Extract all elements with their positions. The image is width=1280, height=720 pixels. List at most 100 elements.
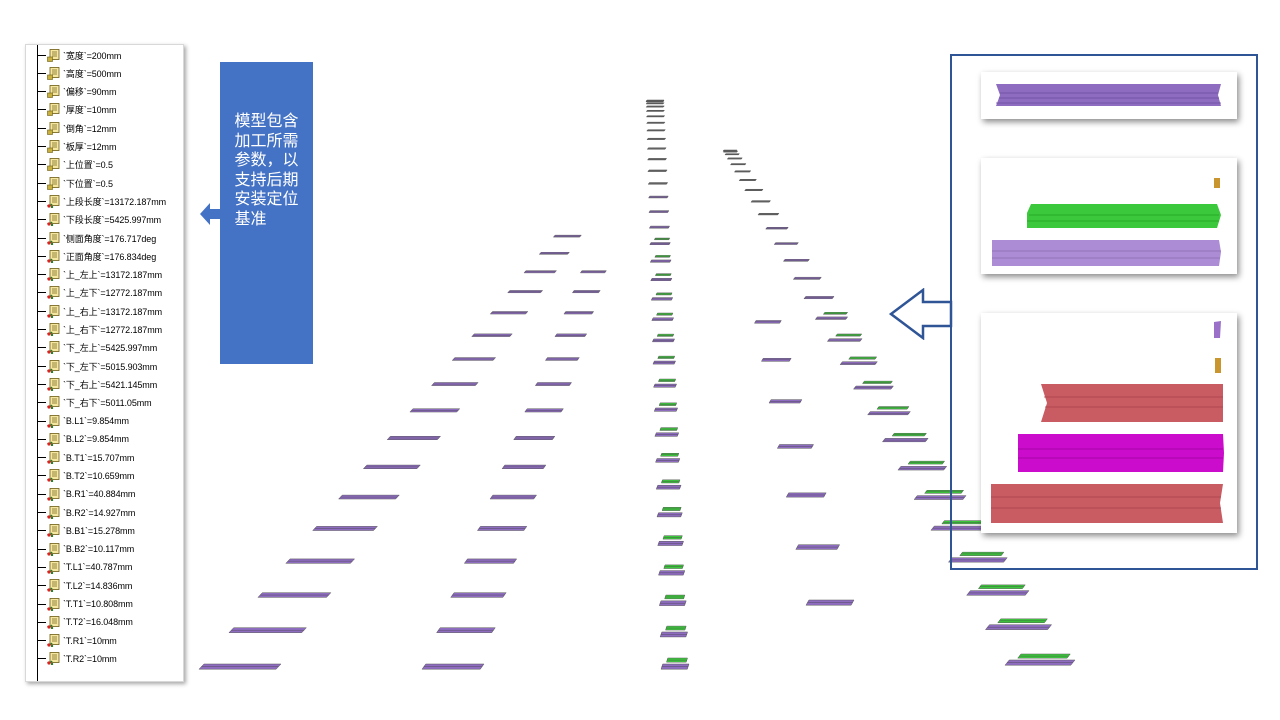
- parameter-item[interactable]: `下_左下`=5015.903mm: [37, 357, 157, 375]
- formula-icon: [47, 506, 60, 519]
- panel-purple: [647, 169, 668, 172]
- parameter-item[interactable]: `B.T1`=15.707mm: [37, 449, 134, 467]
- panel-purple: [757, 212, 780, 216]
- parameter-item[interactable]: `宽度`=200mm: [37, 46, 121, 64]
- parameter-item[interactable]: `B.L1`=9.854mm: [37, 412, 129, 430]
- tree-branch-line: [37, 219, 46, 221]
- tree-branch-line: [37, 292, 46, 294]
- parameter-item[interactable]: `T.R1`=10mm: [37, 632, 117, 650]
- panel-purple: [984, 624, 1053, 630]
- panel-purple: [436, 627, 496, 633]
- parameter-item[interactable]: `上位置`=0.5: [37, 156, 113, 174]
- parameter-item[interactable]: `B.T2`=10.659mm: [37, 467, 134, 485]
- panel-purple: [489, 311, 529, 315]
- panel-green: [664, 594, 686, 600]
- panel-green: [891, 432, 927, 437]
- panel-purple: [646, 129, 666, 132]
- panel-purple: [805, 599, 855, 606]
- parameter-item[interactable]: `上_左上`=13172.187mm: [37, 266, 162, 284]
- parameter-label: `板厚`=12mm: [63, 142, 117, 152]
- parameter-item[interactable]: `正面角度`=176.834deg: [37, 247, 156, 265]
- detail-thumbnail-2: [981, 158, 1237, 274]
- parameter-item[interactable]: `上_右上`=13172.187mm: [37, 302, 162, 320]
- formula-icon: [47, 359, 60, 373]
- tree-branch-line: [37, 164, 46, 166]
- panel-purple: [795, 544, 841, 550]
- panel-purple: [966, 590, 1030, 596]
- parameter-item[interactable]: `B.B1`=15.278mm: [37, 522, 135, 540]
- parameter-item[interactable]: `下位置`=0.5: [37, 174, 113, 192]
- formula-icon: [47, 469, 60, 483]
- tree-branch-line: [37, 621, 46, 623]
- parameter-label: `B.T2`=10.659mm: [63, 470, 135, 481]
- panel-purple: [651, 338, 675, 343]
- parameter-item[interactable]: `下_右上`=5421.145mm: [37, 375, 157, 393]
- tree-branch-line: [37, 402, 46, 404]
- tree-branch-line: [37, 200, 46, 202]
- parameter-item[interactable]: `T.L1`=40.787mm: [37, 558, 132, 576]
- panel-purple: [552, 234, 582, 238]
- parameter-label: `下_左下`=5015.903mm: [63, 361, 158, 372]
- panel-purple: [646, 121, 666, 124]
- panel-green: [907, 460, 946, 465]
- parameter-item[interactable]: `上_右下`=12772.187mm: [37, 321, 162, 339]
- panel-purple: [450, 592, 507, 598]
- tree-branch-line: [37, 438, 46, 440]
- parameter-item[interactable]: `T.L2`=14.836mm: [37, 577, 132, 595]
- parameter-item[interactable]: `T.T1`=10.808mm: [37, 595, 133, 613]
- panel-purple: [839, 361, 878, 365]
- panel-purple: [867, 411, 911, 416]
- parameter-item[interactable]: `下段长度`=5425.997mm: [37, 211, 161, 229]
- parameter-label: `上_右上`=13172.187mm: [63, 306, 162, 317]
- parameter-label: `上_右下`=12772.187mm: [63, 325, 162, 335]
- parameter-item[interactable]: `高度`=500mm: [37, 64, 121, 82]
- panel-purple: [826, 338, 863, 342]
- formula-icon: [47, 524, 60, 538]
- parameter-label: `上段长度`=13172.187mm: [63, 196, 166, 207]
- parameter-item[interactable]: `下_左上`=5425.997mm: [37, 339, 157, 357]
- panel-green: [959, 551, 1005, 556]
- panel-purple: [650, 278, 673, 282]
- panel-purple: [726, 157, 743, 160]
- panel-purple: [476, 526, 528, 531]
- tree-branch-line: [37, 255, 46, 257]
- panel-purple: [647, 182, 669, 185]
- panel-purple: [337, 494, 400, 500]
- parameter-item[interactable]: `板厚`=12mm: [37, 138, 116, 156]
- panel-green: [997, 618, 1048, 624]
- parameter-item[interactable]: `厚度`=10mm: [37, 101, 116, 119]
- parameter-icon: [47, 176, 60, 190]
- panel-purple: [285, 558, 356, 564]
- panel-purple: [501, 464, 547, 469]
- panel-purple: [654, 432, 680, 437]
- panel-purple: [657, 540, 684, 546]
- formula-icon: [47, 213, 60, 227]
- parameter-label: `上位置`=0.5: [63, 160, 113, 171]
- panel-green: [941, 520, 984, 525]
- parameter-item[interactable]: `上_左下`=12772.187mm: [37, 284, 162, 302]
- tree-branch-line: [37, 603, 46, 605]
- parameter-item[interactable]: `偏移`=90mm: [37, 83, 116, 101]
- panel-purple: [649, 242, 671, 245]
- panel-green: [657, 355, 676, 359]
- parameter-item[interactable]: `B.R2`=14.927mm: [37, 504, 135, 522]
- parameter-item[interactable]: `B.L2`=9.854mm: [37, 430, 129, 448]
- parameter-item[interactable]: `T.R2`=10mm: [37, 650, 117, 668]
- parameter-label: `宽度`=200mm: [63, 50, 122, 61]
- panel-purple: [513, 436, 556, 440]
- parameter-item[interactable]: `B.R1`=40.884mm: [37, 485, 135, 503]
- tree-branch-line: [37, 530, 46, 532]
- parameter-tree-panel[interactable]: `宽度`=200mm `高度`=500mm `偏移`=90mm `厚度`=10mm`倒…: [25, 44, 184, 682]
- parameter-item[interactable]: `T.T2`=16.048mm: [37, 613, 133, 631]
- tree-branch-line: [37, 109, 46, 111]
- parameter-item[interactable]: `B.B2`=10.117mm: [37, 540, 134, 558]
- panel-purple: [648, 195, 669, 199]
- parameter-item[interactable]: `倒角`=12mm: [37, 119, 116, 137]
- parameter-item[interactable]: `侧面角度`=176.717deg: [37, 229, 156, 247]
- parameter-item[interactable]: `上段长度`=13172.187mm: [37, 192, 166, 210]
- parameter-label: `偏移`=90mm: [63, 87, 117, 98]
- annotation-callout: 模型包含加工所需参数，以支持后期安装定位基准: [220, 62, 313, 364]
- panel-purple: [645, 115, 666, 118]
- parameter-item[interactable]: `下_右下`=5011.05mm: [37, 394, 152, 412]
